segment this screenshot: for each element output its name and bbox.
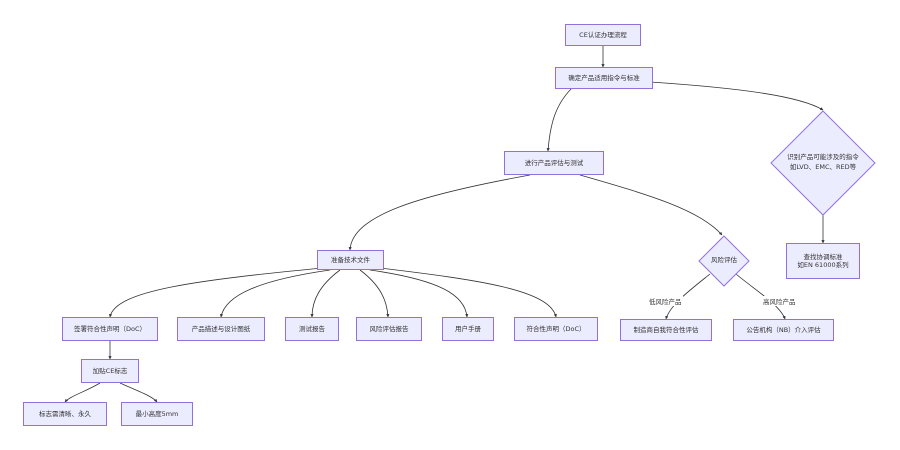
node-doc-label: 符合性声明（DoC） [526,324,586,333]
node-technical-file: 准备技术文件 [317,250,384,270]
node-harmonized-standards-line1: 查找协调标准 [803,252,843,261]
decision-identify-directives: 识别产品可能涉及的指令 如LVD、EMC、RED等 [770,110,876,216]
decision-identify-directives-shape [770,110,876,216]
decision-identify-directives-line2: 如LVD、EMC、RED等 [789,163,857,171]
node-self-assessment: 制造商自我符合性评估 [620,319,712,341]
edge-n3-n7 [348,174,531,251]
node-notified-body-label: 公告机构（NB）介入评估 [746,325,821,334]
node-self-assessment-label: 制造商自我符合性评估 [633,325,699,334]
node-sign-doc-label: 签署符合性声明（DoC） [73,324,147,333]
node-test-report-label: 测试报告 [299,324,325,333]
decision-identify-directives-text: 识别产品可能涉及的指令 如LVD、EMC、RED等 [787,153,859,173]
node-risk-report-label: 风险评估报告 [369,324,409,333]
node-determine-directives: 确定产品适用指令与标准 [555,67,653,89]
edge-n16-n18 [119,382,158,403]
edge-label-low-risk: 低风险产品 [648,296,683,306]
decision-risk-assessment: 风险评估 [698,235,750,287]
node-doc: 符合性声明（DoC） [514,317,598,341]
node-harmonized-standards-line2: 如EN 61000系列 [797,261,849,269]
node-sign-doc: 签署符合性声明（DoC） [62,317,158,341]
node-ce-process-label: CE认证办理流程 [579,30,627,39]
node-test-report: 测试报告 [285,317,339,341]
node-product-evaluation: 进行产品评估与测试 [504,151,604,175]
edge-n7-n12 [369,269,469,318]
decision-risk-assessment-shape [698,235,750,287]
node-user-manual-label: 用户手册 [455,324,481,333]
node-min-height-label: 最小高度5mm [135,409,179,418]
node-user-manual: 用户手册 [442,317,494,341]
node-determine-directives-label: 确定产品适用指令与标准 [568,73,640,82]
node-design-drawings: 产品描述与设计图纸 [177,317,265,341]
edge-n2-n3 [546,87,573,152]
edge-n16-n17 [64,382,101,403]
edge-n2-n4 [649,81,824,111]
node-mark-clear-label: 标志需清晰、永久 [39,409,91,418]
edge-n7-n11 [359,269,390,318]
edge-n7-n13 [379,267,557,318]
node-mark-clear: 标志需清晰、永久 [23,402,107,426]
node-affix-ce: 加贴CE标志 [81,359,139,383]
node-harmonized-standards: 查找协调标准 如EN 61000系列 [786,243,860,279]
node-design-drawings-label: 产品描述与设计图纸 [191,324,251,333]
edge-label-high-risk: 高风险产品 [762,296,797,306]
node-notified-body: 公告机构（NB）介入评估 [733,319,834,341]
node-product-evaluation-label: 进行产品评估与测试 [524,158,584,167]
edge-n7-n10 [310,269,341,318]
edge-n7-n9 [219,269,331,318]
decision-identify-directives-line1: 识别产品可能涉及的指令 [787,153,859,162]
node-technical-file-label: 准备技术文件 [331,255,370,264]
node-affix-ce-label: 加贴CE标志 [92,366,128,375]
decision-risk-assessment-text: 风险评估 [711,256,737,265]
edge-n7-n8 [108,267,323,318]
node-ce-process: CE认证办理流程 [565,24,641,46]
node-risk-report: 风险评估报告 [356,317,422,341]
node-min-height: 最小高度5mm [121,402,193,426]
edge-n3-n6 [579,174,723,236]
